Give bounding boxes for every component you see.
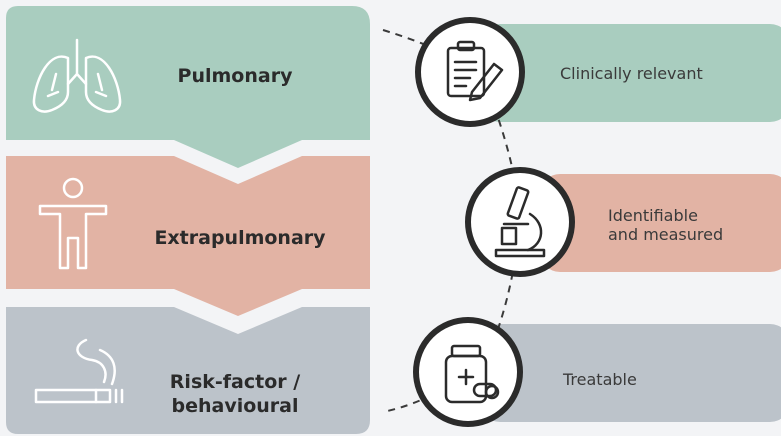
lungs-icon — [32, 38, 122, 113]
identifiable-label: Identifiable and measured — [608, 206, 724, 244]
person-icon — [38, 177, 108, 270]
medicine-bottle-icon — [444, 344, 500, 404]
microscope-circle — [465, 167, 575, 277]
risk-factor-label: Risk-factor / behavioural — [169, 371, 301, 417]
treatable-pill — [480, 324, 781, 422]
pulmonary-block — [6, 6, 370, 168]
clipboard-pen-icon — [446, 40, 504, 102]
cigarette-icon — [34, 338, 124, 404]
pulmonary-label: Pulmonary — [177, 65, 293, 87]
microscope-icon — [494, 186, 546, 258]
clinically-relevant-pill — [480, 24, 781, 122]
clinically-relevant-label: Clinically relevant — [560, 64, 703, 83]
clipboard-circle — [415, 17, 525, 127]
identifiable-pill — [540, 174, 781, 272]
treatable-label: Treatable — [563, 370, 637, 389]
extrapulmonary-block — [6, 156, 370, 316]
bottle-circle — [413, 317, 523, 427]
extrapulmonary-label: Extrapulmonary — [154, 227, 326, 249]
